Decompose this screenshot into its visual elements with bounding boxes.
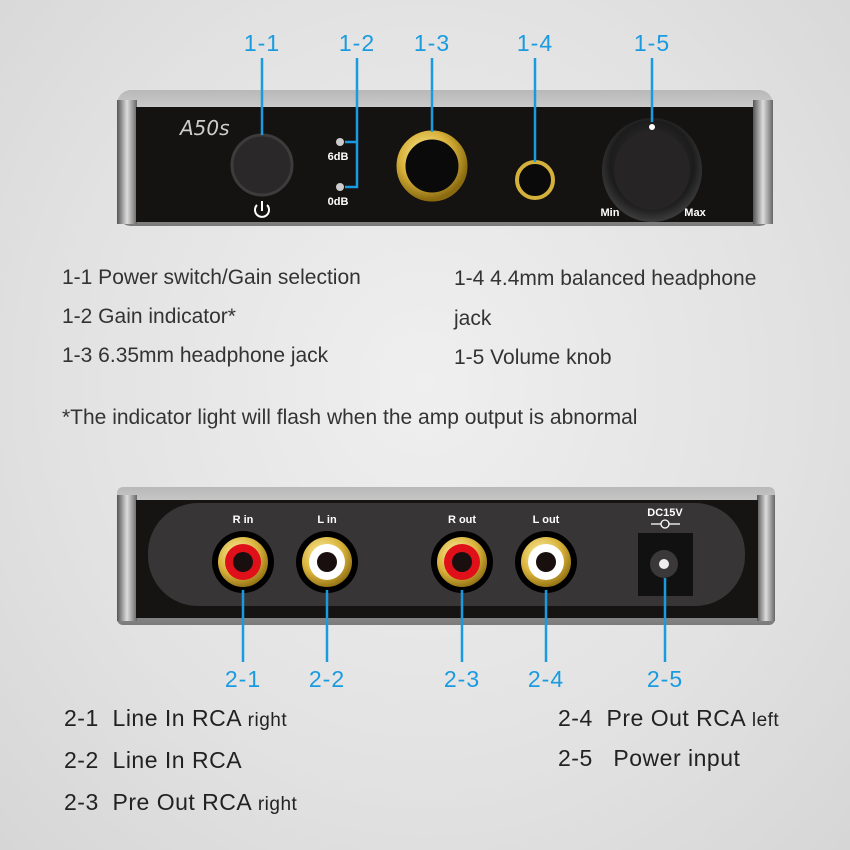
port-label-r-out: R out — [447, 514, 477, 526]
port-label-l-in: L in — [317, 514, 337, 526]
knob-max-label: Max — [684, 207, 706, 219]
power-button — [230, 133, 294, 197]
knob-indicator-dot — [649, 124, 655, 130]
desc-1-5: 1-5 Volume knob — [454, 346, 612, 369]
back-callout-lines — [241, 578, 667, 662]
rca-l-in — [296, 531, 358, 593]
gain-0db-label: 0dB — [327, 196, 349, 208]
port-label-r-in: R in — [232, 514, 254, 526]
knob-min-label: Min — [600, 207, 620, 219]
footnote: *The indicator light will flash when the… — [62, 406, 638, 429]
gain-led-0db — [336, 183, 344, 191]
callout-1-2: 1-2 — [338, 30, 376, 56]
desc-2-4: 2-4 Pre Out RCA left — [558, 705, 780, 731]
callout-1-5: 1-5 — [633, 30, 671, 56]
front-panel — [117, 90, 773, 226]
dc-polarity-icon — [651, 519, 680, 529]
port-label-dc15v: DC15V — [647, 507, 683, 519]
callout-1-4: 1-4 — [516, 30, 554, 56]
balanced-jack-44 — [515, 160, 555, 200]
desc-2-5: 2-5 Power input — [558, 745, 741, 771]
callout-2-5: 2-5 — [646, 666, 684, 692]
rca-r-out — [431, 531, 493, 593]
callout-2-4: 2-4 — [527, 666, 565, 692]
desc-1-4-cont: jack — [454, 307, 492, 330]
rca-r-in — [212, 531, 274, 593]
port-label-l-out: L out — [532, 514, 560, 526]
gain-led-6db — [336, 138, 344, 146]
rca-l-out — [515, 531, 577, 593]
callout-2-3: 2-3 — [443, 666, 481, 692]
gain-6db-label: 6dB — [327, 151, 349, 163]
desc-1-3: 1-3 6.35mm headphone jack — [62, 344, 329, 367]
callout-2-1: 2-1 — [224, 666, 262, 692]
desc-2-2: 2-2 Line In RCA — [64, 747, 243, 773]
headphone-jack-635 — [396, 130, 468, 202]
callout-2-2: 2-2 — [308, 666, 346, 692]
back-panel — [117, 487, 775, 625]
desc-1-4: 1-4 4.4mm balanced headphone — [454, 267, 757, 290]
desc-1-1: 1-1 Power switch/Gain selection — [62, 266, 361, 289]
callout-1-1: 1-1 — [243, 30, 281, 56]
callout-1-3: 1-3 — [413, 30, 451, 56]
desc-2-3: 2-3 Pre Out RCA right — [64, 789, 298, 815]
desc-2-1: 2-1 Line In RCA right — [64, 705, 288, 731]
front-callout-lines — [260, 58, 654, 189]
desc-1-2: 1-2 Gain indicator* — [62, 305, 236, 328]
model-logo: A50s — [180, 116, 230, 140]
power-icon — [254, 201, 270, 218]
